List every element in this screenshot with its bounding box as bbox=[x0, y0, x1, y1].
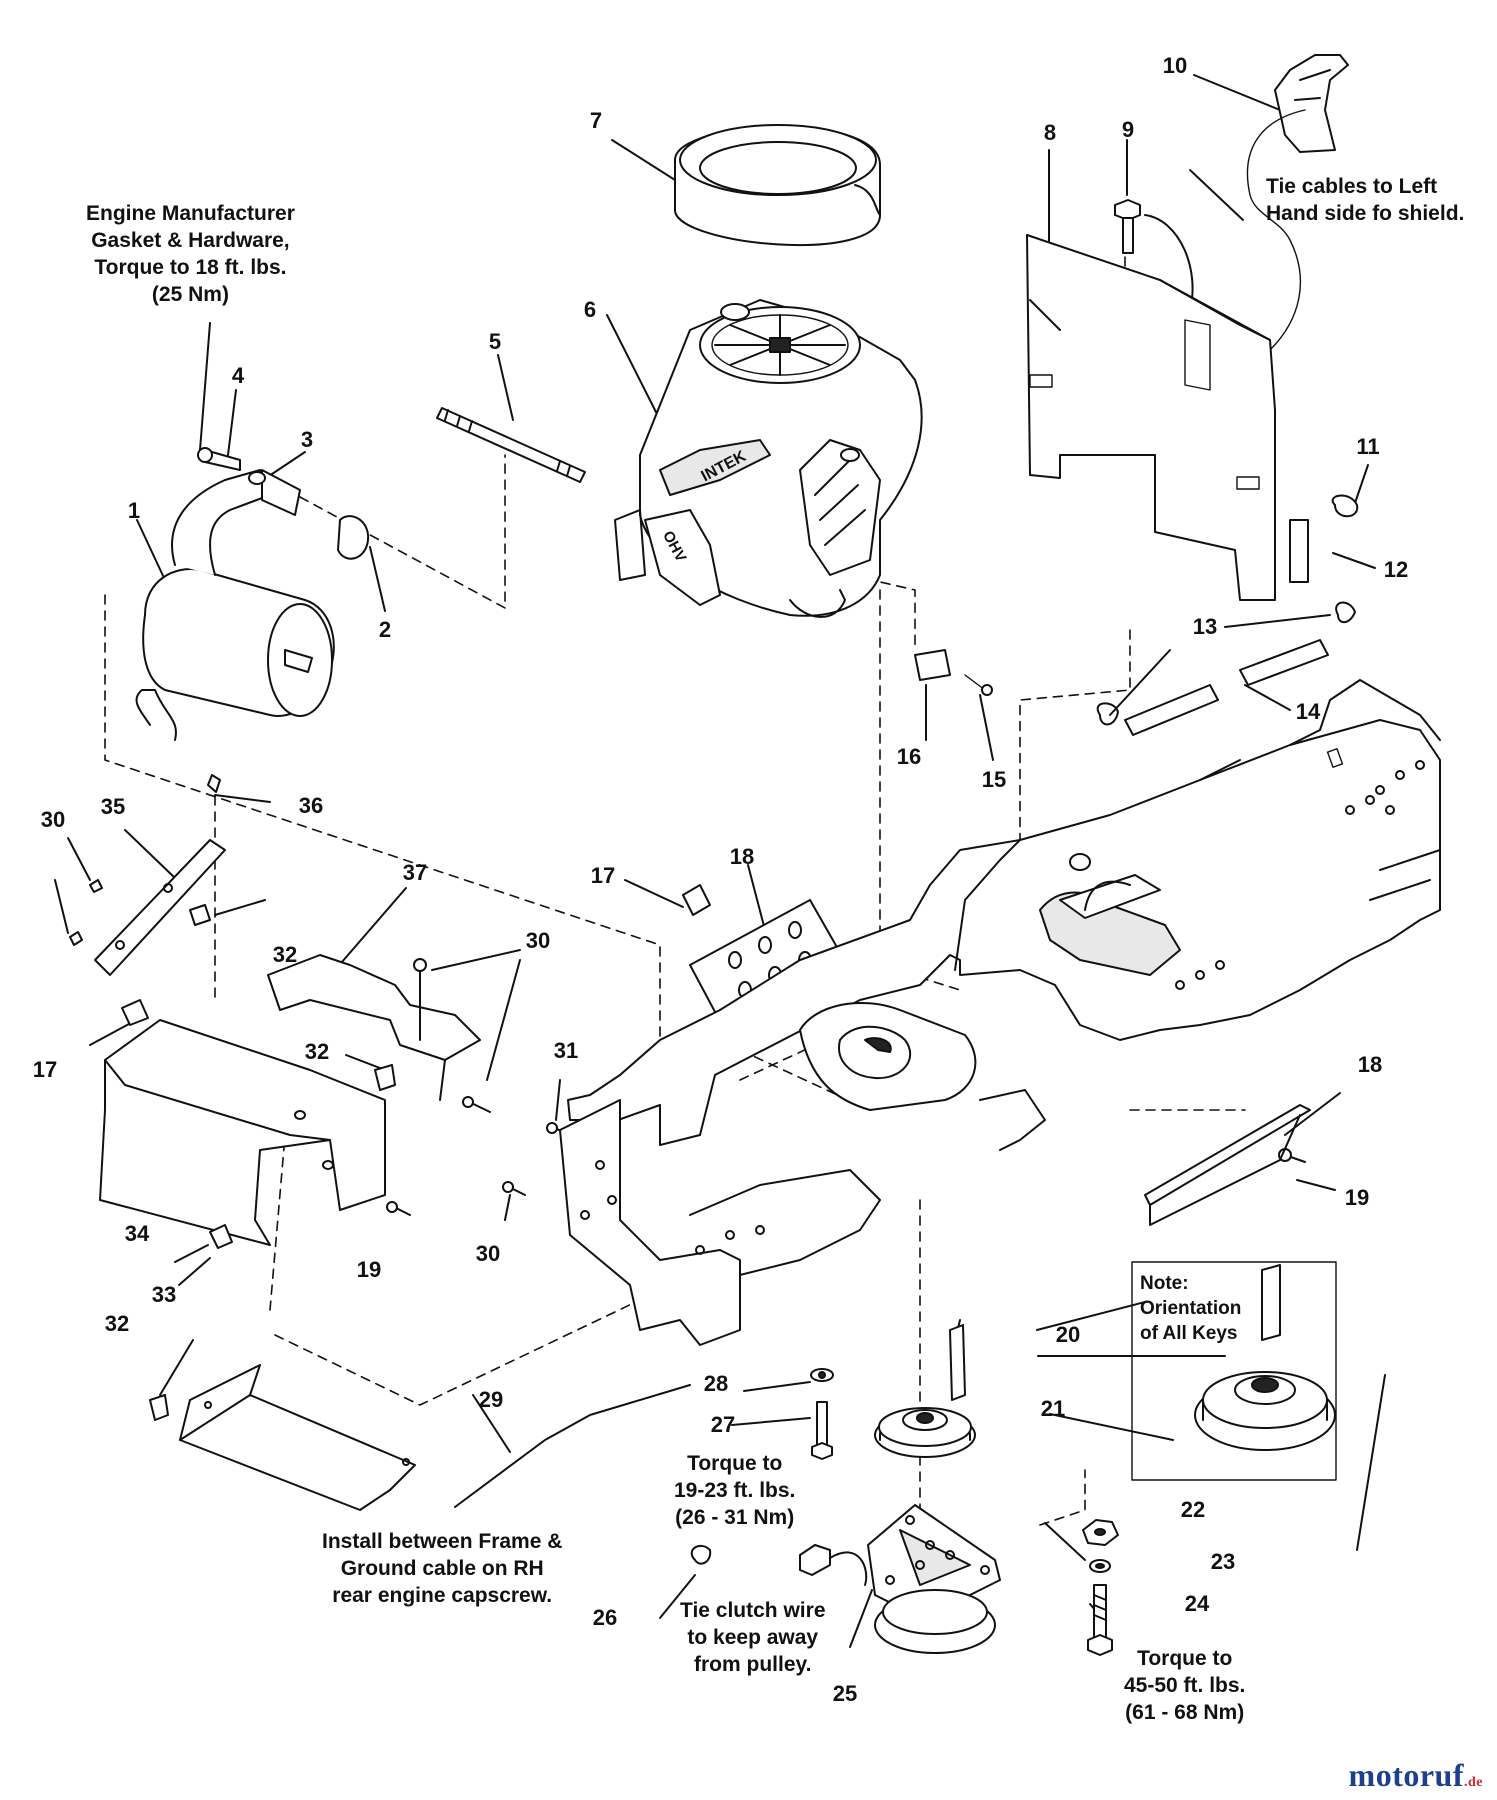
small-hardware bbox=[69, 774, 1306, 1421]
callout-15: 15 bbox=[981, 767, 1007, 792]
callout-16: 16 bbox=[896, 744, 922, 769]
parts-27-28-bolt-washer bbox=[810, 1368, 834, 1460]
parts-15-16-clip-screw bbox=[914, 649, 993, 696]
callout-29: 29 bbox=[478, 1387, 504, 1412]
callout-20: 20 bbox=[1055, 1322, 1081, 1347]
note-tie-cables: Tie cables to Left Hand side fo shield. bbox=[1266, 175, 1465, 225]
tractor-frame bbox=[559, 679, 1441, 1346]
parts-1-4-muffler-assembly bbox=[135, 447, 370, 741]
callout-1: 1 bbox=[127, 498, 141, 523]
callout-3: 3 bbox=[300, 427, 314, 452]
callout-10: 10 bbox=[1162, 53, 1188, 78]
callout-11: 11 bbox=[1356, 434, 1380, 459]
note-torque-24: Torque to 45-50 ft. lbs. (61 - 68 Nm) bbox=[1124, 1647, 1246, 1724]
note-tie-clutch-wire: Tie clutch wire to keep away from pulley… bbox=[680, 1599, 826, 1676]
callout-12: 12 bbox=[1383, 557, 1409, 582]
callout-7: 7 bbox=[589, 108, 603, 133]
callout-36: 36 bbox=[298, 793, 324, 818]
parts-22-24-hardware bbox=[1082, 1519, 1119, 1656]
key-orientation-box bbox=[1131, 1261, 1337, 1481]
callout-9: 9 bbox=[1121, 117, 1135, 142]
callout-32-lower: 32 bbox=[104, 1311, 130, 1336]
part-7-shroud bbox=[674, 124, 881, 247]
callout-25: 25 bbox=[832, 1681, 858, 1706]
callout-32-middle: 32 bbox=[304, 1039, 330, 1064]
part-18-strip-lower bbox=[1144, 1104, 1311, 1226]
note-torque-27: Torque to 19-23 ft. lbs. (26 - 31 Nm) bbox=[674, 1452, 796, 1529]
callout-37: 37 bbox=[402, 860, 428, 885]
callout-33: 33 bbox=[151, 1282, 177, 1307]
callout-19-right: 19 bbox=[1344, 1185, 1370, 1210]
callout-5: 5 bbox=[488, 329, 502, 354]
callout-18-lower: 18 bbox=[1357, 1052, 1383, 1077]
callout-8: 8 bbox=[1043, 120, 1057, 145]
part-6-engine bbox=[614, 299, 923, 618]
callout-6: 6 bbox=[583, 297, 597, 322]
callout-26: 26 bbox=[592, 1605, 618, 1630]
callout-32-upper: 32 bbox=[272, 942, 298, 967]
part-37-bracket bbox=[267, 954, 481, 1101]
callout-21: 21 bbox=[1040, 1396, 1066, 1421]
callout-13: 13 bbox=[1192, 614, 1218, 639]
callout-31: 31 bbox=[553, 1038, 579, 1063]
callout-35: 35 bbox=[100, 794, 126, 819]
note-engine-gasket-hardware: Engine Manufacturer Gasket & Hardware, T… bbox=[86, 202, 295, 306]
watermark-logo: motoruf.de bbox=[1348, 1757, 1483, 1793]
callout-4: 4 bbox=[231, 363, 245, 388]
callout-30-lower: 30 bbox=[475, 1241, 501, 1266]
callout-28: 28 bbox=[703, 1371, 729, 1396]
parts-20-21-key-pulley bbox=[874, 1324, 976, 1458]
callout-30-middle: 30 bbox=[525, 928, 551, 953]
parts-11-14-clamps-tubes bbox=[1096, 494, 1359, 736]
callout-34: 34 bbox=[124, 1221, 150, 1246]
note-key-orientation: Note: Orientation of All Keys bbox=[1140, 1273, 1242, 1344]
callout-30-left: 30 bbox=[40, 807, 66, 832]
callout-17-upper: 17 bbox=[590, 863, 616, 888]
callout-24: 24 bbox=[1184, 1591, 1210, 1616]
callout-19-left: 19 bbox=[356, 1257, 382, 1282]
callout-2: 2 bbox=[378, 617, 392, 642]
callout-18-upper: 18 bbox=[729, 844, 755, 869]
callout-27: 27 bbox=[710, 1412, 736, 1437]
part-35-bracket bbox=[94, 839, 226, 976]
part-34-cover bbox=[99, 1019, 386, 1246]
callout-14: 14 bbox=[1295, 699, 1321, 724]
callout-23: 23 bbox=[1210, 1549, 1236, 1574]
part-5-stud bbox=[436, 407, 586, 483]
callout-17-lower: 17 bbox=[32, 1057, 58, 1082]
part-25-clutch bbox=[690, 1504, 1001, 1654]
part-29-tray bbox=[179, 1364, 416, 1511]
callout-22: 22 bbox=[1180, 1497, 1206, 1522]
part-9-bolt bbox=[1114, 199, 1141, 254]
part-8-shield bbox=[1026, 234, 1276, 601]
note-ground-cable: Install between Frame & Ground cable on … bbox=[322, 1530, 563, 1607]
